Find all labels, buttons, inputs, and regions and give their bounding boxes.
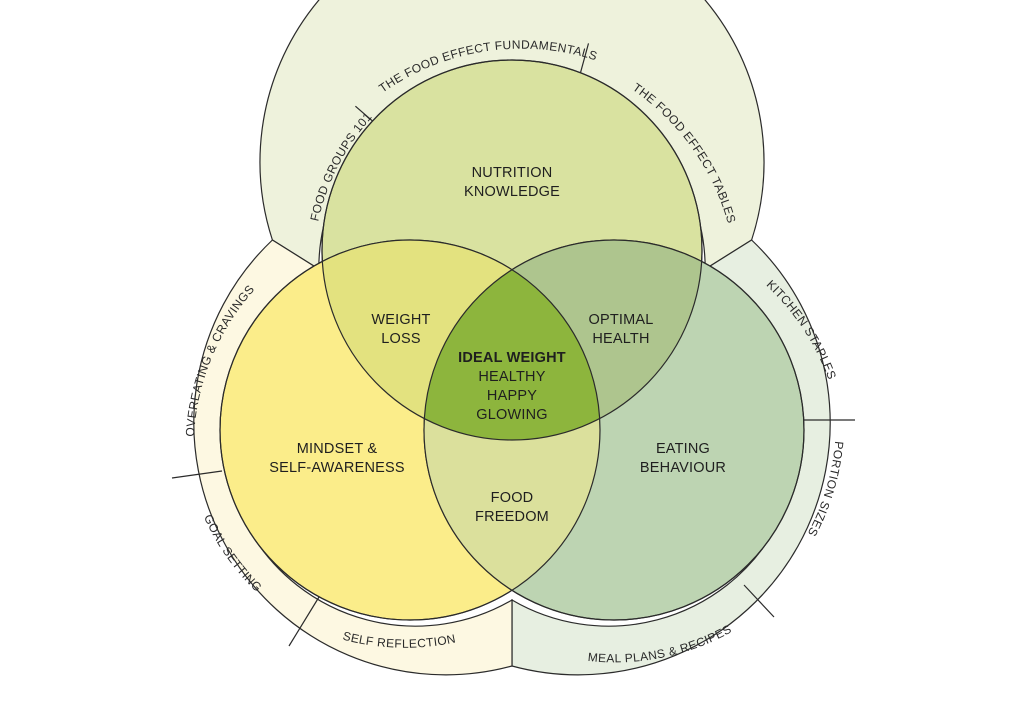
label-center-line2: HAPPY (487, 388, 537, 404)
ring-dividers (171, 43, 855, 647)
label-weight-loss-line2: LOSS (381, 331, 421, 347)
label-mindset-line1: MINDSET & (297, 441, 378, 457)
label-food-freedom-line1: FOOD (491, 490, 534, 506)
label-center-title: IDEAL WEIGHT (458, 350, 566, 366)
overlap-center (424, 240, 600, 440)
label-nutrition-line2: KNOWLEDGE (464, 184, 560, 200)
divider-left-2 (288, 596, 320, 647)
divider-left-1 (171, 470, 223, 479)
label-mindset-line2: SELF-AWARENESS (269, 460, 404, 476)
label-optimal-health-line2: HEALTH (592, 331, 649, 347)
label-weight-loss-line1: WEIGHT (371, 312, 430, 328)
label-eating-line2: BEHAVIOUR (640, 460, 726, 476)
label-optimal-health-line1: OPTIMAL (588, 312, 653, 328)
divider-right-2 (743, 584, 775, 618)
label-eating-line1: EATING (656, 441, 710, 457)
label-nutrition-line1: NUTRITION (472, 165, 553, 181)
label-center-line3: GLOWING (476, 407, 548, 423)
label-center-line1: HEALTHY (478, 369, 545, 385)
label-food-freedom-line2: FREEDOM (475, 509, 549, 525)
